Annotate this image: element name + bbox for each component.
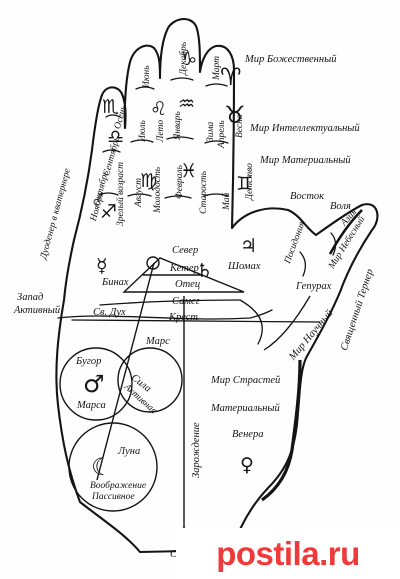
active-force-circle bbox=[117, 347, 183, 413]
aries-icon: ♈ bbox=[220, 63, 242, 91]
label-east: Восток bbox=[290, 191, 325, 202]
leo-icon: ♌ bbox=[150, 98, 168, 120]
hand-shadow bbox=[261, 359, 302, 502]
label-binah: Бинах bbox=[102, 277, 129, 288]
saturn-icon: ♄ bbox=[196, 260, 214, 282]
label-old-age: Старость bbox=[199, 170, 209, 214]
label-generation: Зарождение bbox=[191, 422, 202, 478]
label-father: Отец bbox=[175, 279, 201, 290]
finger-crease bbox=[204, 140, 229, 144]
label-holy-spirit: Св. Дух bbox=[93, 307, 126, 318]
label-will: Воля bbox=[330, 201, 351, 212]
mars-icon: ♂ bbox=[83, 370, 105, 398]
palm-line bbox=[239, 299, 263, 345]
label-kether: Кетер bbox=[170, 263, 199, 274]
axis-top-point bbox=[146, 256, 160, 270]
label-january: Январь bbox=[173, 111, 183, 140]
finger-crease bbox=[205, 83, 228, 87]
label-world-material: Мир Материальный bbox=[260, 155, 351, 166]
label-venus: Венера bbox=[232, 429, 264, 440]
gemini-icon: ♊ bbox=[236, 173, 254, 195]
label-mars-top: Марс bbox=[146, 336, 170, 347]
label-may: Май bbox=[222, 192, 232, 210]
label-gevurah: Гепурах bbox=[296, 281, 332, 292]
label-july: Июль bbox=[138, 120, 148, 142]
finger-crease bbox=[102, 149, 121, 153]
moon-icon: ☾ bbox=[91, 453, 113, 481]
label-material: Материальный bbox=[211, 403, 280, 414]
aquarius-icon: ♒ bbox=[178, 93, 196, 115]
taurus-icon: ♉ bbox=[224, 101, 246, 129]
thumb-inner-line bbox=[263, 295, 311, 351]
mound-of-mars-circle bbox=[59, 347, 133, 421]
finger-crease bbox=[166, 136, 194, 140]
palm-line bbox=[71, 319, 321, 323]
palm-line bbox=[57, 309, 273, 320]
finger-crease bbox=[299, 251, 307, 277]
watermark-text: postila.ru bbox=[216, 534, 360, 572]
finger-crease bbox=[98, 192, 119, 196]
finger-crease bbox=[127, 193, 152, 197]
label-moon: Луна bbox=[118, 446, 141, 457]
label-active: Активный bbox=[14, 305, 61, 316]
finger-crease bbox=[135, 86, 155, 90]
finger-crease bbox=[164, 195, 192, 199]
finger-crease bbox=[203, 193, 229, 197]
label-shomah: Шомах bbox=[228, 261, 261, 272]
watermark: postila.ru bbox=[176, 528, 400, 579]
libra-icon: ♎ bbox=[107, 126, 125, 148]
label-world-intellectual: Мир Интеллектуальный bbox=[250, 123, 360, 134]
label-imagination: Воображение bbox=[90, 481, 147, 491]
label-world-divine: Мир Божественный bbox=[245, 54, 337, 65]
label-summer: Лето bbox=[156, 119, 166, 142]
label-west: Запад bbox=[17, 292, 44, 303]
pisces-icon: ♓ bbox=[180, 160, 198, 182]
sagittarius-icon: ♐ bbox=[100, 201, 118, 223]
capricorn-icon: ♑ bbox=[180, 48, 198, 70]
label-samekh: Самег bbox=[172, 296, 200, 307]
hand-outline bbox=[55, 18, 379, 554]
finger-crease bbox=[105, 114, 121, 118]
palm-line bbox=[99, 299, 241, 306]
venus-icon: ♀ bbox=[240, 454, 254, 476]
label-mound: Бугор bbox=[76, 356, 102, 367]
virgo-icon: ♍ bbox=[140, 170, 158, 192]
finger-crease bbox=[130, 139, 154, 143]
label-mars-bottom: Марса bbox=[77, 400, 106, 411]
label-winter: Зима bbox=[206, 121, 216, 142]
finger-crease bbox=[170, 77, 194, 81]
hand-shadow bbox=[328, 209, 363, 255]
moon-circle bbox=[68, 422, 158, 512]
label-cross: Крест bbox=[169, 312, 198, 323]
jupiter-icon: ♃ bbox=[240, 235, 258, 257]
label-mature-age: Зрелый возраст bbox=[116, 161, 126, 226]
scorpio-icon: ♏ bbox=[102, 96, 120, 118]
label-north: Север bbox=[172, 245, 199, 256]
label-world-passions: Мир Страстей bbox=[211, 375, 281, 386]
label-june: Июнь bbox=[142, 65, 152, 88]
mercury-icon: ☿ bbox=[96, 255, 108, 277]
label-passive: Пассивное bbox=[92, 492, 135, 502]
diagonal-axis-line bbox=[96, 262, 155, 481]
